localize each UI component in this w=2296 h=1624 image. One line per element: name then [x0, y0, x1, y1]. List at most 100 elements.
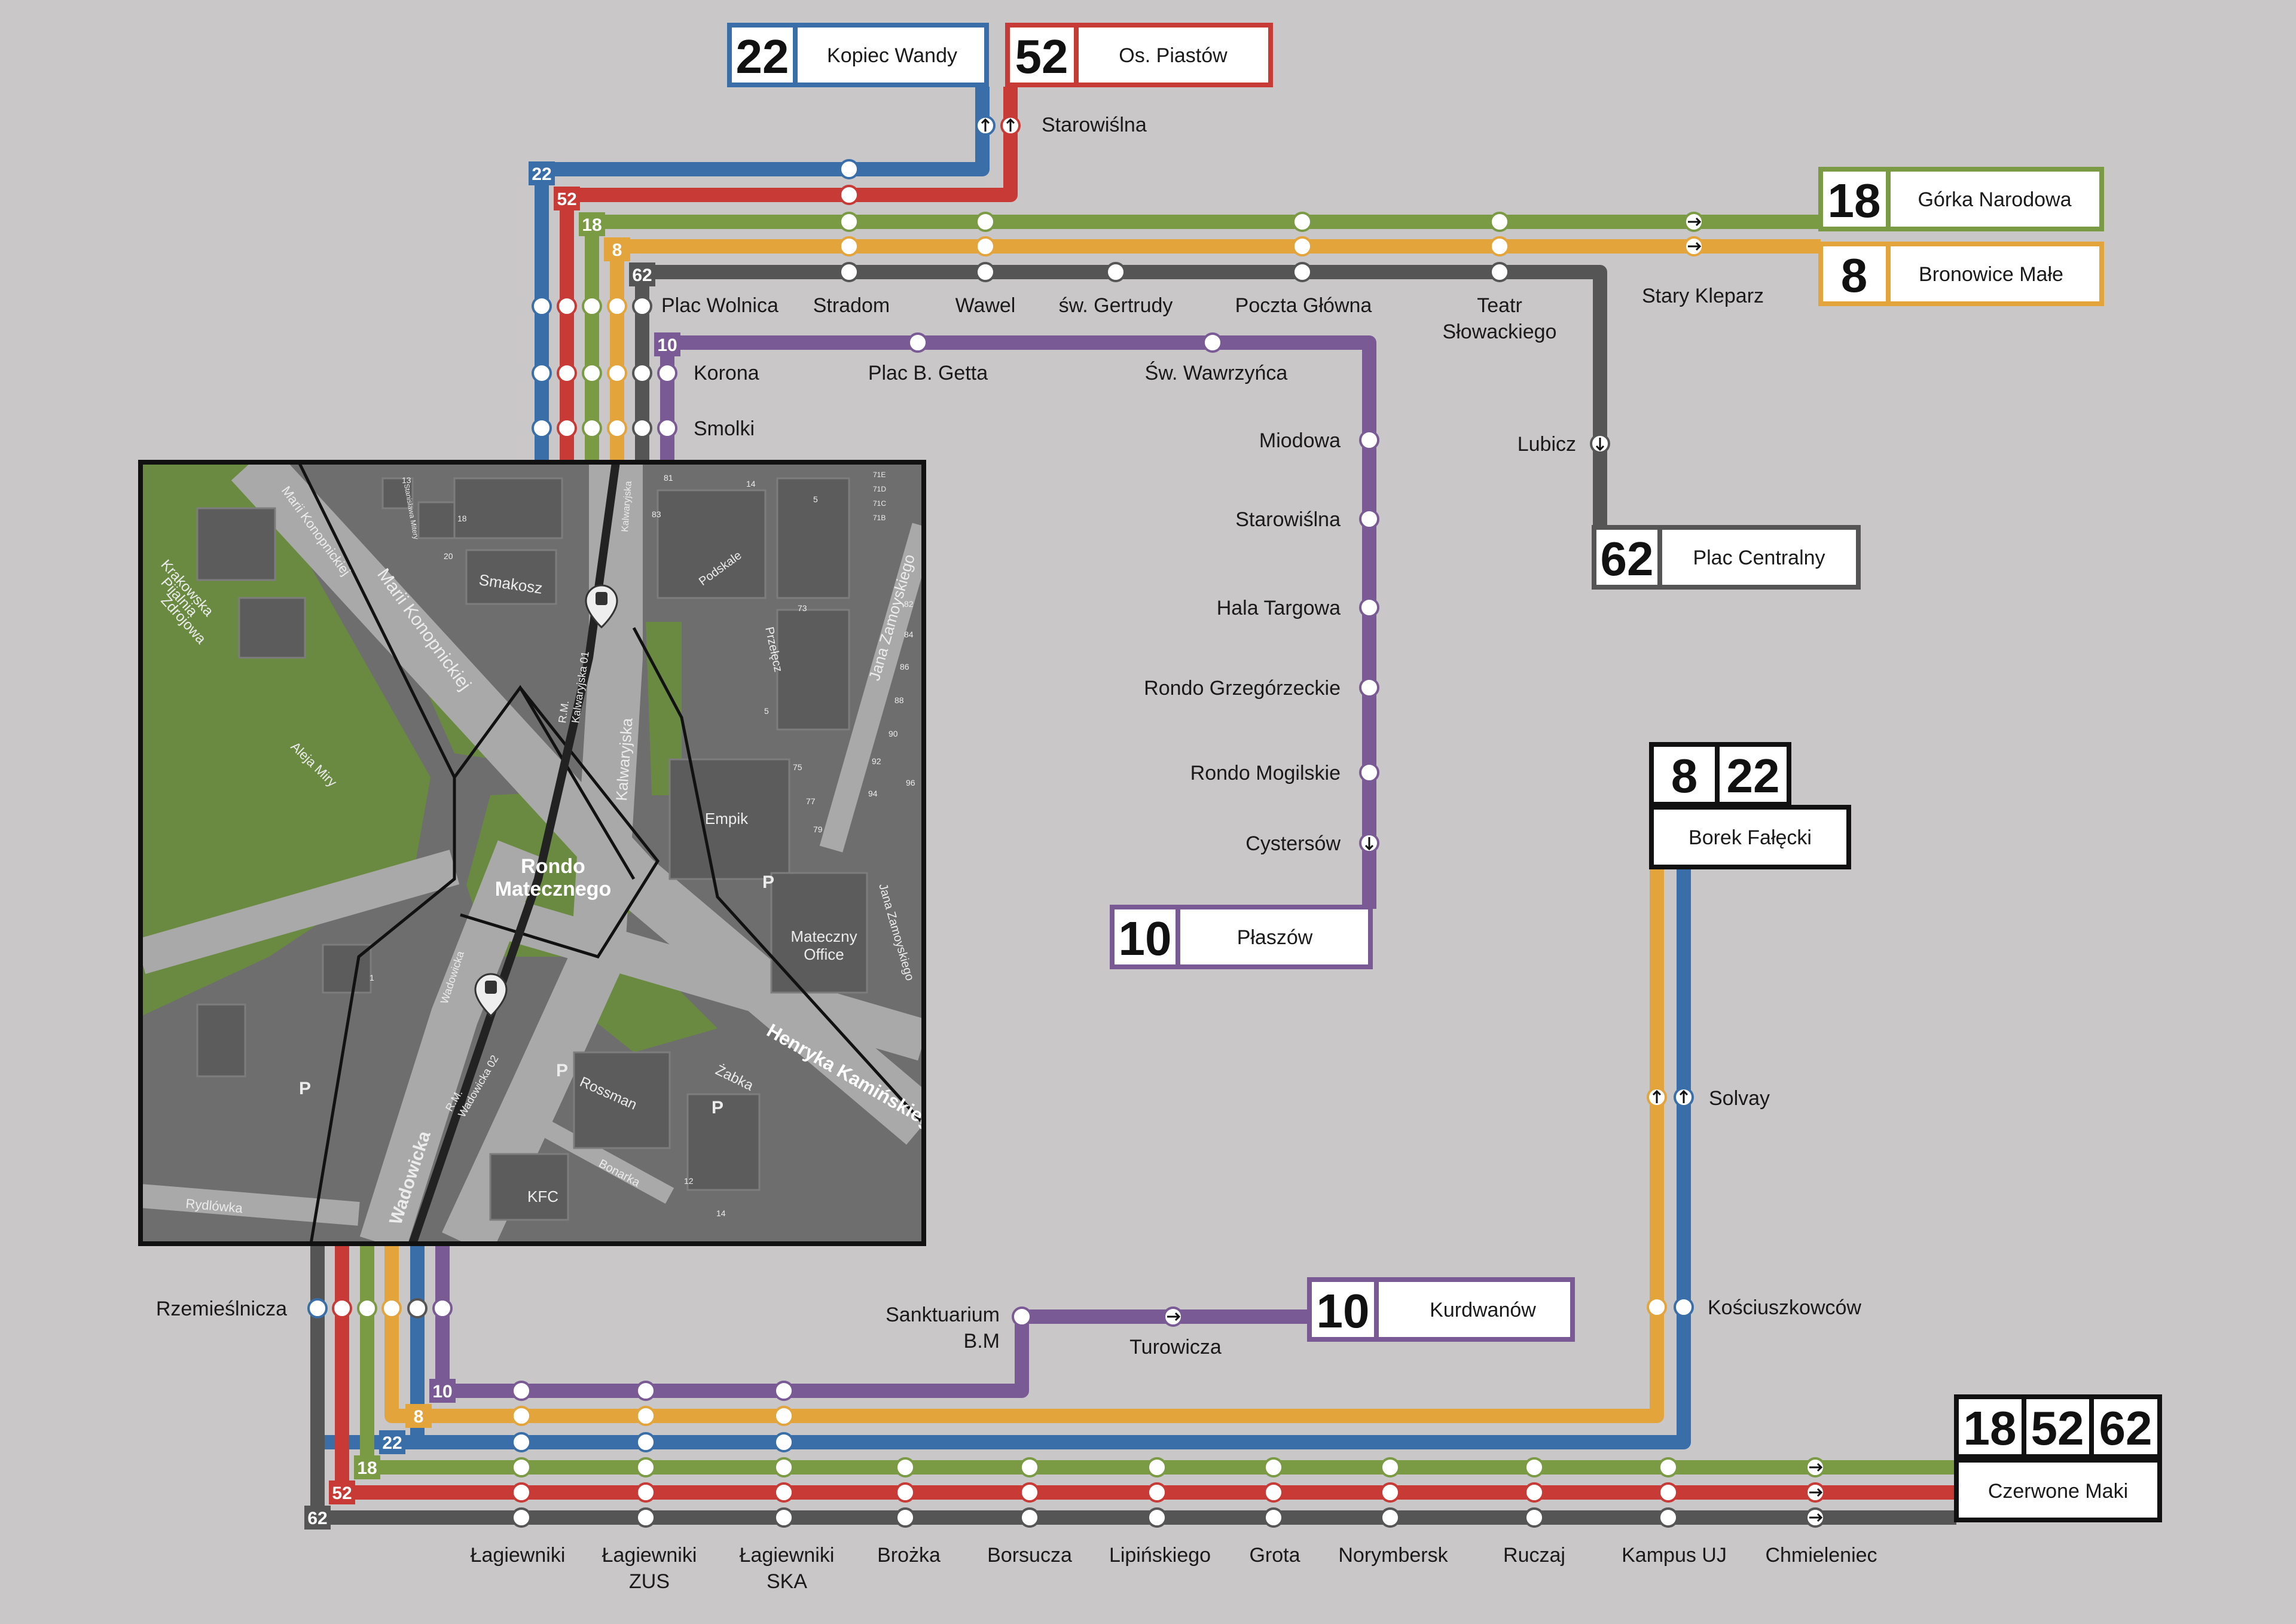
terminal-62-plac-centralny[interactable]: 62 Plac Centralny	[1592, 525, 1861, 590]
hn-13: 92	[872, 756, 881, 766]
hn-26: 71B	[873, 514, 886, 522]
hn-12: 90	[889, 729, 898, 738]
label-brozka: Brożka	[877, 1544, 941, 1567]
stop-plac-wolnica-dots[interactable]	[532, 296, 652, 316]
svg-text:18: 18	[582, 215, 602, 235]
hn-2: 20	[444, 551, 453, 561]
terminal-10-plaszow[interactable]: 10 Płaszów	[1110, 905, 1373, 969]
label-miodowa: Miodowa	[1259, 429, 1341, 452]
stop-wawrzynca-dot[interactable]	[1202, 332, 1223, 353]
svg-text:22: 22	[736, 30, 789, 83]
badge-south-8: 8	[405, 1404, 432, 1428]
terminal-22-kopiec-wandy[interactable]: 22 Kopiec Wandy	[727, 23, 989, 87]
badge-north-10: 10	[654, 332, 680, 356]
label-borsucza: Borsucza	[987, 1544, 1072, 1567]
svg-text:Kopiec Wandy: Kopiec Wandy	[827, 44, 957, 67]
map-label-empik: Empik	[705, 810, 749, 828]
label-chmieleniec: Chmieleniec	[1765, 1544, 1877, 1567]
hn-20: 12	[684, 1176, 694, 1186]
label-lag-ska-2: SKA	[767, 1570, 807, 1593]
stop-lagiewniki-dots[interactable]	[511, 1381, 532, 1528]
stop-cystersow-arrow[interactable]	[1359, 833, 1379, 853]
svg-text:22: 22	[1727, 749, 1780, 802]
label-solvay: Solvay	[1709, 1087, 1770, 1110]
stop-starowislna-n-arrows[interactable]	[975, 115, 1021, 136]
hn-25: 71C	[873, 499, 886, 508]
stop-getta-dot[interactable]	[908, 332, 928, 353]
stop-kosciuszkowcow-dots[interactable]	[1647, 1297, 1694, 1317]
stop-poczta-dots[interactable]	[1292, 212, 1312, 282]
svg-text:18: 18	[1964, 1402, 2017, 1455]
terminal-boxes: 22 Kopiec Wandy 52 Os. Piastów 18 Górka …	[727, 23, 2162, 1522]
stop-teatr-dots[interactable]	[1489, 212, 1510, 282]
stop-stradom-dots[interactable]	[839, 159, 859, 282]
svg-text:10: 10	[657, 335, 677, 355]
stop-lag-ska-dots[interactable]	[774, 1381, 794, 1528]
map-label-parking-4: P	[712, 1098, 723, 1118]
hn-0: 13	[402, 475, 411, 485]
line-62-south[interactable]	[310, 1244, 1956, 1525]
stop-lubicz-arrow[interactable]	[1590, 434, 1610, 454]
stop-sanktuarium-dot[interactable]	[1012, 1306, 1032, 1327]
label-rzemieslnicza: Rzemieślnicza	[156, 1298, 287, 1320]
label-stradom: Stradom	[813, 294, 890, 317]
label-sanktuarium-2: B.M	[964, 1330, 1000, 1353]
hn-1: 18	[457, 514, 467, 523]
hn-3: 81	[664, 473, 673, 483]
hn-10: 86	[900, 662, 909, 671]
stop-turowicza-arrow[interactable]	[1163, 1306, 1183, 1327]
stop-grzegorzeckie-dot[interactable]	[1359, 677, 1379, 698]
terminal-8-22-borek-falecki[interactable]: 8 22 Borek Fałęcki	[1649, 742, 1851, 869]
stop-gertrudy-dot[interactable]	[1106, 262, 1126, 282]
svg-text:10: 10	[1119, 912, 1172, 965]
line-8-south[interactable]	[384, 864, 1664, 1423]
map-outlines	[297, 462, 924, 1244]
road-bonarka	[533, 1116, 674, 1204]
stop-smolki-dots[interactable]	[532, 418, 677, 438]
svg-text:Bronowice Małe: Bronowice Małe	[1919, 263, 2063, 286]
stop-wawel-dots[interactable]	[975, 212, 996, 282]
label-lag-zus-1: Łagiewniki	[602, 1544, 697, 1567]
terminal-18-52-62-czerwone-maki[interactable]: 18 52 62 Czerwone Maki	[1954, 1394, 2162, 1522]
stop-mogilskie-dot[interactable]	[1359, 762, 1379, 783]
hn-8: 82	[904, 599, 914, 609]
terminal-52-os-piastow[interactable]: 52 Os. Piastów	[1005, 23, 1273, 87]
label-rondo-grzegorzeckie: Rondo Grzegórzeckie	[1144, 677, 1341, 700]
stop-hala-dot[interactable]	[1359, 597, 1379, 618]
stop-miodowa-dot[interactable]	[1359, 430, 1379, 450]
svg-text:Górka Narodowa: Górka Narodowa	[1918, 188, 2071, 211]
terminal-8-bronowice-male[interactable]: 8 Bronowice Małe	[1818, 242, 2104, 306]
road-rydlowka	[141, 1184, 360, 1226]
buildings	[196, 477, 868, 1221]
hn-15: 96	[906, 778, 915, 787]
svg-text:8: 8	[612, 240, 622, 260]
stop-lag-zus-dots[interactable]	[636, 1381, 656, 1528]
line-52-south[interactable]	[335, 1244, 1956, 1500]
tram-stop-pin-kalwaryjska[interactable]	[585, 584, 618, 629]
stop-stary-kleparz-arrows[interactable]	[1684, 212, 1704, 257]
label-teatr-1: Teatr	[1477, 294, 1522, 317]
line-8-north[interactable]	[610, 239, 1821, 466]
stop-starowislna-p-dot[interactable]	[1359, 509, 1379, 529]
stop-rzemieslnicza-dots[interactable]	[307, 1298, 453, 1318]
label-grota: Grota	[1249, 1544, 1300, 1567]
stop-solvay-arrows[interactable]	[1647, 1087, 1694, 1107]
label-sanktuarium-1: Sanktuarium	[886, 1304, 1000, 1326]
label-wawrzynca: Św. Wawrzyńca	[1145, 361, 1288, 384]
terminal-10-kurdwanow[interactable]: 10 Kurdwanów	[1307, 1277, 1575, 1342]
badge-north-18: 18	[579, 212, 605, 236]
terminal-18-gorka-narodowa[interactable]: 18 Górka Narodowa	[1818, 167, 2104, 231]
label-kosciuszkowcow: Kościuszkowców	[1708, 1296, 1861, 1319]
inset-map-frame	[138, 460, 926, 1246]
stop-chmieleniec-arrows[interactable]	[1805, 1457, 1825, 1528]
stop-korona-dots[interactable]	[532, 363, 677, 383]
map-label-kalwaryjska-top: Kalwaryjska	[620, 481, 634, 532]
line-10-south[interactable]	[435, 1244, 1309, 1398]
hn-14: 94	[868, 789, 878, 798]
map-label-parking-3: P	[556, 1061, 568, 1080]
line-10-north[interactable]	[660, 335, 1376, 909]
stop-row-west-dots[interactable]	[895, 1457, 1678, 1528]
tram-stop-pin-wadowicka[interactable]	[474, 973, 508, 1018]
label-kampus-uj: Kampus UJ	[1622, 1544, 1727, 1567]
line-52-north[interactable]	[560, 87, 1018, 466]
